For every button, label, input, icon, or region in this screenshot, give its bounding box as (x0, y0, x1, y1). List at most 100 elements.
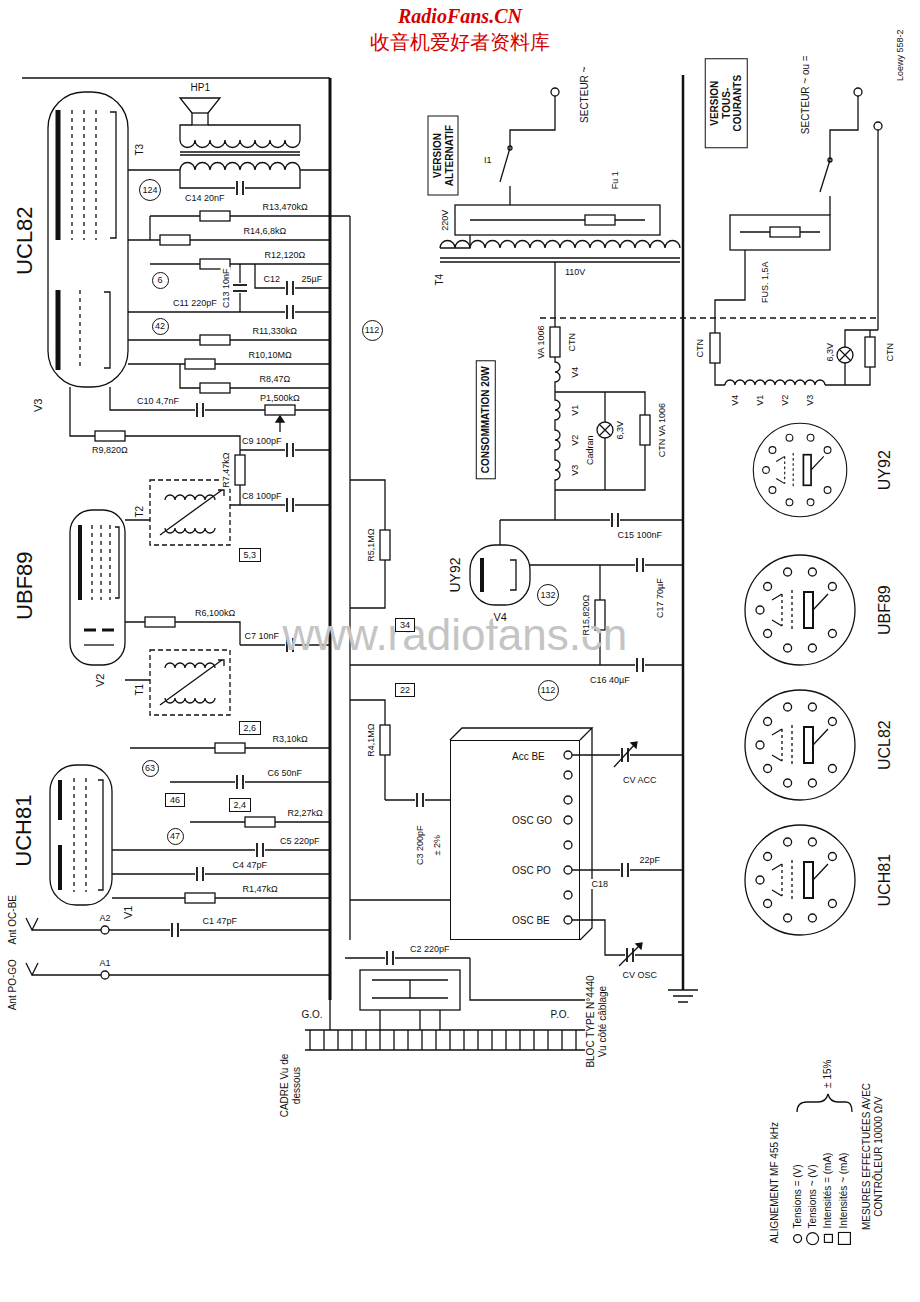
wire-line (631, 742, 637, 748)
lamp-label: 6,3V (615, 420, 625, 441)
base-diagram-title: UCH81 (876, 853, 894, 907)
node-text: 112 (365, 325, 379, 335)
component-label: R12,120Ω (264, 250, 307, 260)
wire-line (372, 980, 448, 998)
component-symbol (550, 327, 560, 357)
component-label: C18 (591, 879, 610, 889)
component-label: C6 50nF (267, 768, 304, 778)
component-symbol (285, 304, 295, 320)
wire-line (110, 387, 240, 410)
transformer-ref: T3 (134, 143, 146, 157)
component-symbol (195, 402, 205, 418)
heater-label: V3 (805, 394, 815, 407)
voltage-label: 110V (564, 267, 586, 277)
wire-line (345, 957, 470, 958)
node-text: 2,6 (244, 723, 257, 733)
wire-line (180, 98, 220, 113)
watermark: www.radiofans.cn (282, 610, 629, 661)
component-symbol (235, 180, 245, 196)
component-label: R15,820Ω (581, 594, 591, 637)
component-label: R2,27kΩ (287, 808, 324, 818)
component-symbol (235, 455, 245, 485)
terminal-symbol (837, 347, 853, 363)
component-symbol (635, 557, 645, 573)
wire-line (509, 186, 510, 205)
wire-line (125, 520, 150, 680)
wire-line (310, 1030, 590, 1050)
base-diagram-title: UBF89 (876, 584, 894, 636)
component-symbol (415, 792, 425, 808)
wire-line (797, 1094, 852, 1112)
component-symbol (745, 690, 855, 800)
legend-item: Intensités = (mA) (821, 1152, 835, 1245)
wire-line (165, 528, 215, 533)
wire-line (350, 664, 683, 665)
wire-line (160, 660, 224, 705)
component-label: C7 10nF (244, 631, 281, 641)
wire-line (170, 781, 330, 782)
component-label: R8,47Ω (259, 374, 292, 384)
node-text: 112 (541, 685, 555, 695)
component-symbol (865, 337, 875, 367)
legend-item: Tensions ~ (V) (805, 1164, 819, 1245)
component-symbol (380, 725, 390, 755)
wire-line (530, 564, 683, 565)
fuse-label: Fu 1 (610, 170, 620, 190)
wire-line (820, 160, 830, 215)
terminal-symbol (551, 88, 559, 96)
component-label: CTN (567, 332, 577, 353)
terminal-symbol (564, 751, 572, 759)
callout-circle: 42 (152, 318, 169, 335)
terminal-symbol (564, 891, 572, 899)
legend-sample (805, 1231, 819, 1245)
wire-line (668, 990, 698, 1002)
terminal-symbol (564, 866, 572, 874)
legend-sample (837, 1231, 851, 1245)
wire-line (104, 292, 110, 368)
component-label: C14 20nF (184, 193, 226, 203)
component-label: R7,47kΩ (221, 452, 231, 489)
component-label: C16 40µF (589, 675, 631, 685)
wire-line (276, 416, 284, 422)
legend-shape (824, 1234, 832, 1242)
component-label: C11 220pF (172, 298, 218, 308)
heater-label: V1 (570, 404, 580, 417)
legend-shape (838, 1232, 850, 1244)
component-symbol (170, 922, 180, 938)
component-symbol (200, 211, 230, 221)
node-text: 46 (170, 795, 180, 805)
wire-line (450, 728, 592, 940)
callout-circle: 47 (167, 828, 184, 845)
component-label: P1,500kΩ (259, 393, 301, 403)
component-symbol (380, 530, 390, 560)
component-label: CTN (885, 342, 895, 363)
wire-line (180, 140, 300, 148)
component-label: R13,470kΩ (262, 202, 309, 212)
wire-line (499, 520, 500, 545)
component-label: CV ACC (622, 775, 658, 785)
wire-line (84, 629, 114, 632)
transformer-ref: T4 (434, 273, 446, 287)
terminal-symbol (564, 841, 572, 849)
terminal-symbol (564, 771, 572, 779)
transformer-ref: T2 (134, 505, 146, 519)
wire-line (619, 944, 641, 966)
component-symbol (255, 842, 265, 858)
wire-line (92, 525, 110, 600)
node-text: 2,4 (234, 800, 247, 810)
wire-line (165, 495, 215, 500)
transformer-ref: T1 (134, 683, 146, 697)
outline-shape (470, 545, 530, 605)
component-label: C8 100pF (241, 491, 283, 501)
component-symbol (185, 893, 215, 903)
component-label: C15 100nF (617, 530, 664, 540)
callout-circle: 124 (139, 179, 161, 201)
component-symbol (610, 512, 620, 528)
terminal-symbol (874, 122, 882, 130)
outline-shape (730, 215, 830, 250)
wire-line (510, 560, 516, 590)
terminal-symbol (101, 926, 109, 934)
pin-label: OSC BE (511, 915, 551, 927)
component-label: C5 220pF (279, 836, 321, 846)
component-label: R9,820Ω (91, 445, 129, 455)
